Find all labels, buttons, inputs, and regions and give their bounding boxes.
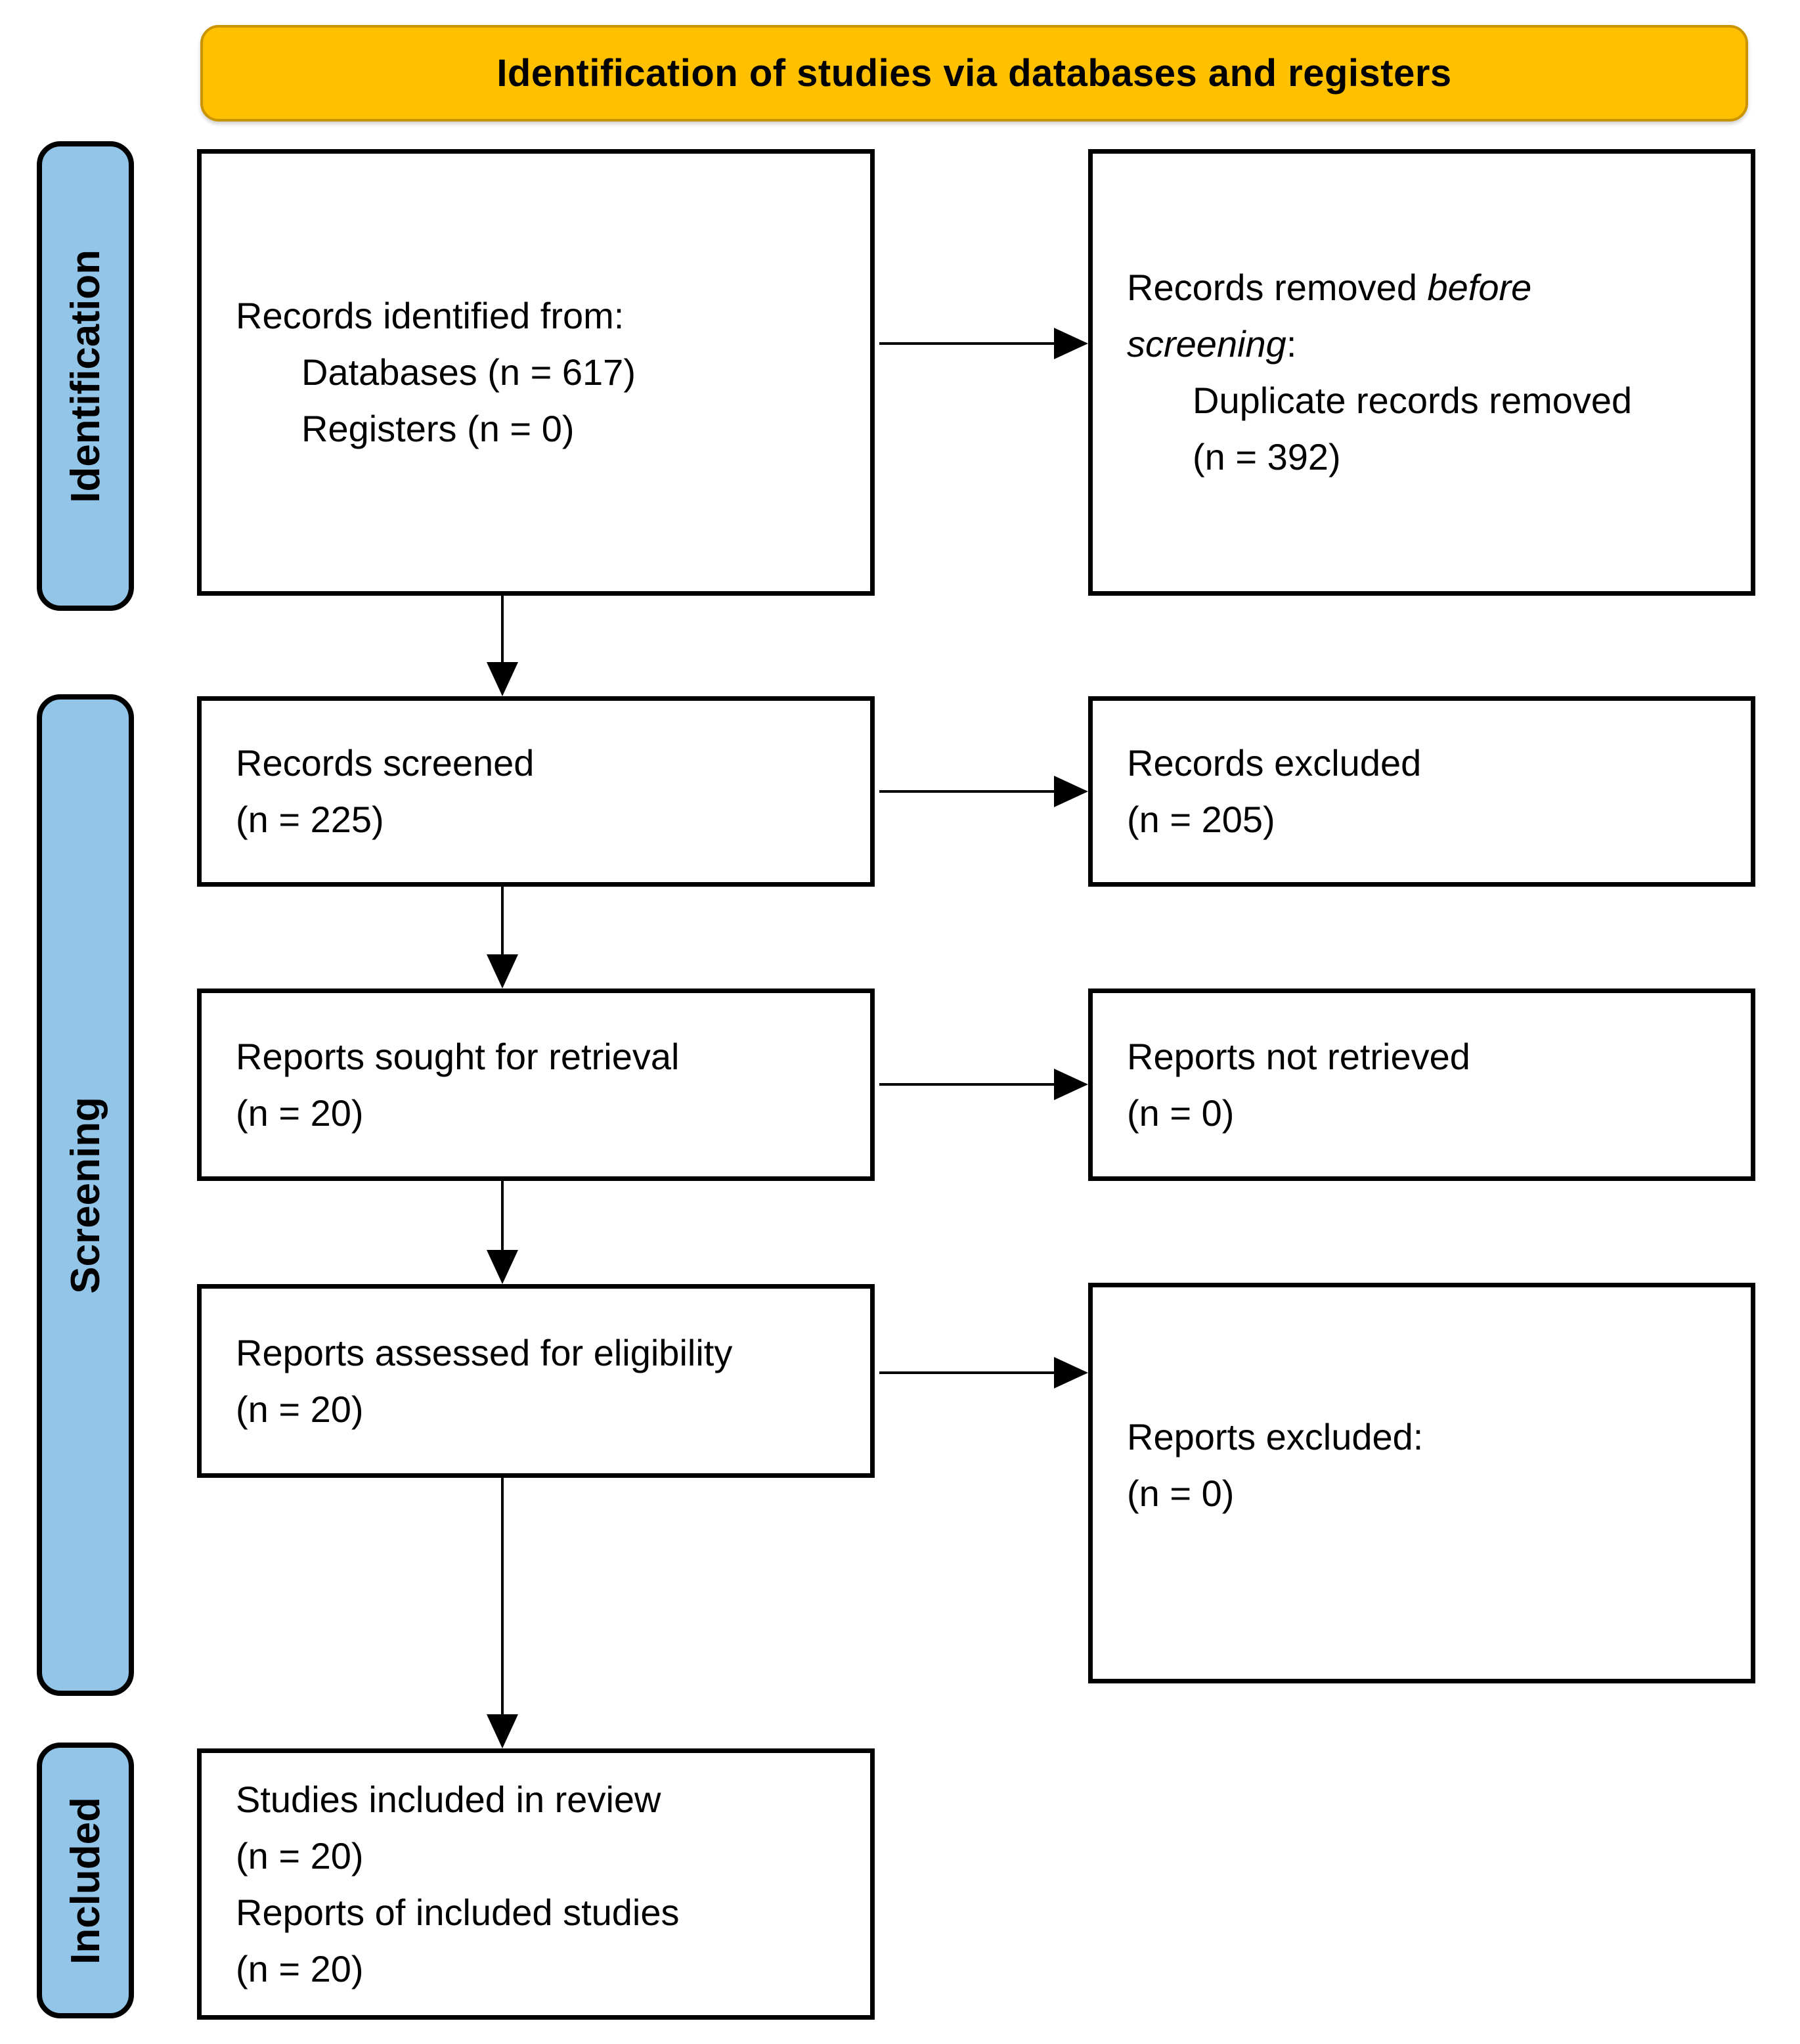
box-text: Studies included in review (n = 20) Report… — [236, 1771, 850, 1997]
box-text-line: Reports excluded: — [1127, 1416, 1424, 1457]
box-text-line: (n = 0) — [1127, 1092, 1235, 1134]
arrow-down-icon — [487, 1714, 518, 1748]
box-text-line: Records removed before — [1127, 267, 1532, 308]
banner-title: Identification of studies via databases … — [496, 52, 1452, 95]
box-records-identified: Records identified from: Databases (n = 6… — [197, 149, 875, 596]
arrow-line — [501, 1478, 504, 1714]
box-studies-included-in-review: Studies included in review (n = 20) Report… — [197, 1748, 875, 2020]
box-text-line: (n = 20) — [236, 1092, 364, 1134]
arrow-line — [501, 887, 504, 954]
box-text-line: Reports assessed for eligibility — [236, 1331, 733, 1373]
box-reports-not-retrieved: Reports not retrieved (n = 0) — [1088, 989, 1755, 1181]
box-text-line: screening: — [1127, 323, 1297, 365]
box-text-line: Records excluded — [1127, 742, 1422, 784]
box-reports-excluded: Reports excluded: (n = 0) — [1088, 1283, 1755, 1683]
box-text-line: Databases (n = 617) — [301, 351, 636, 393]
arrow-right-icon — [1054, 328, 1088, 359]
box-text-line: (n = 392) — [1193, 436, 1341, 478]
arrow-down-icon — [487, 662, 518, 696]
arrow-line — [501, 596, 504, 662]
stage-chip-identification: Identification — [37, 141, 134, 611]
box-text-line: Registers (n = 0) — [301, 408, 575, 449]
box-text-line: Duplicate records removed — [1193, 380, 1633, 421]
arrow-line — [879, 1083, 1054, 1086]
arrow-line — [879, 790, 1054, 793]
box-text-line: Reports sought for retrieval — [236, 1035, 680, 1077]
arrow-right-icon — [1054, 1069, 1088, 1100]
box-text-line: Studies included in review — [236, 1778, 661, 1820]
arrow-line — [501, 1181, 504, 1250]
box-text: Reports assessed for eligibility (n = 20) — [236, 1325, 850, 1438]
stage-chip-screening: Screening — [37, 694, 134, 1696]
box-reports-sought-for-retrieval: Reports sought for retrieval (n = 20) — [197, 989, 875, 1181]
box-records-excluded: Records excluded (n = 205) — [1088, 696, 1755, 887]
stage-label-included: Included — [62, 1796, 108, 1965]
arrow-right-icon — [1054, 1357, 1088, 1389]
box-text-line: (n = 205) — [1127, 799, 1275, 840]
stage-label-identification: Identification — [62, 249, 108, 503]
box-text-line: Reports of included studies — [236, 1891, 680, 1933]
box-reports-assessed-for-eligibility: Reports assessed for eligibility (n = 20) — [197, 1284, 875, 1478]
arrow-line — [879, 342, 1054, 345]
box-text-line: Reports not retrieved — [1127, 1035, 1470, 1077]
box-text-line: (n = 20) — [236, 1388, 364, 1430]
box-text-line: (n = 225) — [236, 799, 384, 840]
box-text-line: (n = 20) — [236, 1947, 364, 1989]
box-records-screened: Records screened (n = 225) — [197, 696, 875, 887]
stage-chip-included: Included — [37, 1743, 134, 2018]
arrow-line — [879, 1371, 1054, 1374]
box-text: Reports sought for retrieval (n = 20) — [236, 1029, 850, 1142]
stage-label-screening: Screening — [62, 1096, 108, 1294]
arrow-down-icon — [487, 1250, 518, 1284]
box-text-line: (n = 20) — [236, 1834, 364, 1877]
box-text: Records identified from: Databases (n = 6… — [236, 288, 850, 457]
box-text-line: (n = 0) — [1127, 1473, 1235, 1514]
box-records-removed-before-screening: Records removed before screening: Duplicat… — [1088, 149, 1755, 596]
header-banner: Identification of studies via databases … — [200, 25, 1748, 122]
box-text-line: Records identified from: — [236, 295, 625, 336]
box-text: Records excluded (n = 205) — [1127, 735, 1731, 848]
arrow-down-icon — [487, 954, 518, 989]
box-text: Records removed before screening: Duplicat… — [1127, 259, 1731, 485]
box-text: Reports not retrieved (n = 0) — [1127, 1029, 1731, 1142]
box-text: Reports excluded: (n = 0) — [1127, 1409, 1731, 1522]
arrow-right-icon — [1054, 776, 1088, 807]
box-text: Records screened (n = 225) — [236, 735, 850, 848]
box-text-line: Records screened — [236, 742, 535, 784]
